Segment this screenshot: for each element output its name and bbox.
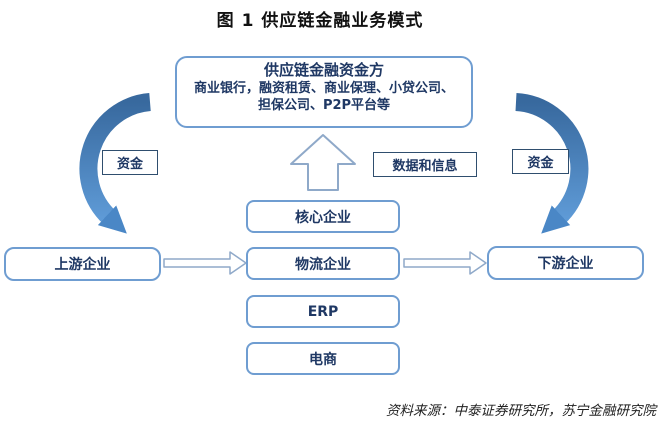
- funders-box: 供应链金融资金方 商业银行，融资租赁、商业保理、小贷公司、 担保公司、P2P平台…: [175, 56, 473, 128]
- funders-box-line2: 担保公司、P2P平台等: [257, 98, 391, 113]
- funders-box-heading: 供应链金融资金方: [263, 61, 384, 79]
- figure-title: 图 1 供应链金融业务模式: [216, 11, 424, 31]
- upstream-to-logistics-arrow: [163, 251, 247, 275]
- ecommerce-box: 电商: [246, 342, 400, 375]
- erp-box: ERP: [246, 295, 400, 328]
- left-curved-funds-arrow: [79, 93, 152, 234]
- funds-label-right: 资金: [512, 149, 569, 174]
- logistics-enterprise-box: 物流企业: [246, 247, 400, 280]
- upstream-box: 上游企业: [4, 247, 161, 281]
- logistics-to-downstream-arrow: [403, 251, 487, 275]
- data-info-label: 数据和信息: [373, 152, 477, 177]
- funds-label-left: 资金: [102, 150, 158, 175]
- funders-box-line1: 商业银行，融资租赁、商业保理、小贷公司、: [193, 81, 454, 96]
- source-note: 资料来源：中泰证券研究所，苏宁金融研究院: [386, 403, 656, 419]
- up-data-arrow: [290, 134, 356, 191]
- core-enterprise-box: 核心企业: [246, 200, 400, 233]
- right-curved-funds-arrow: [515, 93, 589, 234]
- downstream-box: 下游企业: [487, 246, 644, 280]
